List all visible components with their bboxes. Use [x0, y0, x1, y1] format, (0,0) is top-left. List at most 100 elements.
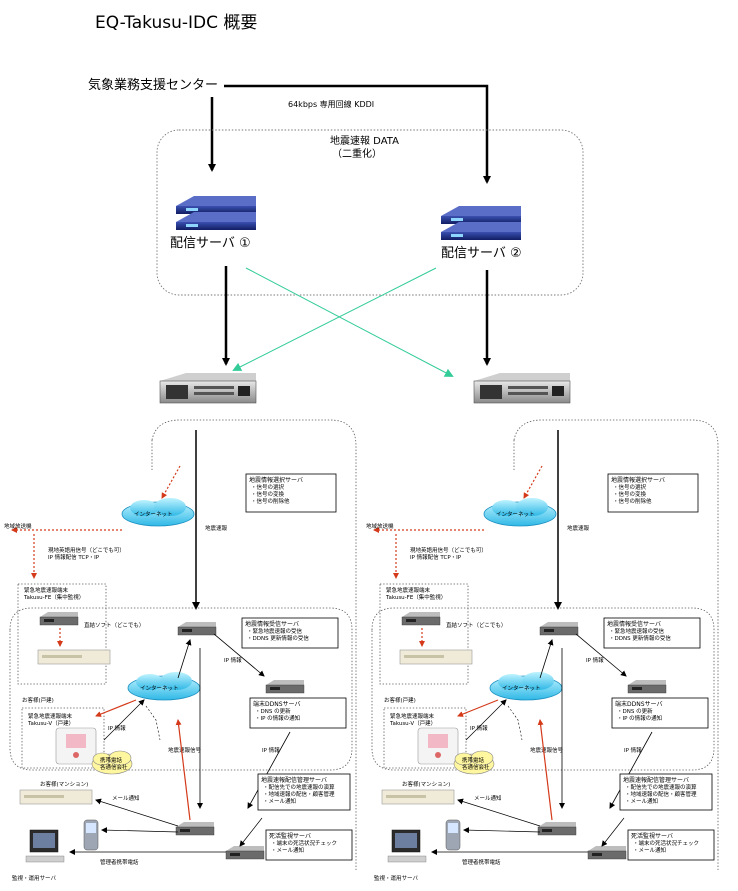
- receive-server-icon: [177, 621, 217, 636]
- red-home-line: [95, 699, 137, 717]
- red-home-line: [457, 699, 499, 717]
- monitor-line: [601, 817, 625, 847]
- mobile-cloud-label-2: 各通信会社: [462, 763, 490, 771]
- home-to-cloud: [465, 699, 507, 741]
- cloud-to-receive: [177, 639, 192, 679]
- red-up-line: [537, 719, 553, 821]
- feed-line-2: [224, 84, 491, 184]
- receive-server-box-item: ・緊急地震速報の受信: [247, 627, 303, 635]
- dist-server-box-item: ・メール通知: [263, 797, 296, 805]
- monitor-server-box-title: 死活監視サーバ: [269, 832, 311, 840]
- branch-left: 地震速報インターネット地震情報選択サーバ・信号の選択・信号の変換・信号の削除他地…: [4, 419, 357, 882]
- home-terminal-icon: [417, 727, 459, 765]
- cross-link-1: [245, 267, 454, 377]
- mansion-box-icon: [381, 789, 455, 805]
- monitor-server-box-item: ・端末の死活状況チェック: [271, 839, 337, 847]
- mobile-phone-icon: [445, 819, 461, 851]
- ip-info-line-1: [575, 633, 627, 677]
- delivery-group: [156, 129, 584, 296]
- receive-server-box-title: 地震情報受信サーバ: [245, 620, 299, 628]
- customer-mansion-label: お客様(マンション): [402, 780, 450, 788]
- local-line-1: 現地英語用信号（どこでも可）: [48, 546, 125, 554]
- customer-home-label: お客様(戸建): [22, 696, 54, 704]
- local-line-1: 現地英語用信号（どこでも可）: [410, 546, 487, 554]
- ddns-server-box-item: ・DNS の更新: [617, 707, 653, 715]
- monitor-server-box: 死活監視サーバ・端末の死活状況チェック・メール通知: [627, 829, 715, 861]
- monitor-server-box-title: 死活監視サーバ: [631, 832, 673, 840]
- gateway-select-box: 地震情報選択サーバ・信号の選択・信号の変換・信号の削除他: [607, 473, 699, 513]
- dist-server-box-item: ・地域速報の配信・顧客管理: [263, 790, 335, 798]
- receive-server-box-item: ・緊急地震速報の受信: [609, 627, 665, 635]
- ip-info-label-3: IP 情報: [624, 746, 642, 754]
- ip-info-label-1: IP 情報: [586, 656, 604, 664]
- device-label: 直結ソフト（どこでも）: [84, 621, 144, 629]
- mobile-phone-icon: [83, 819, 99, 851]
- monitor-server-icon: [225, 845, 265, 860]
- flow-quake-label: 地震速報: [205, 524, 228, 532]
- mail-to-mansion: [457, 798, 541, 827]
- cloud-dash-1: [507, 705, 523, 741]
- flow-quake-label: 地震速報: [567, 524, 590, 532]
- mobile-phone-label: 管理者携帯電話: [462, 858, 501, 866]
- customer-mansion-label: お客様(マンション): [40, 780, 88, 788]
- ops-pc-icon: [25, 829, 65, 863]
- ddns-to-dist: [247, 731, 291, 809]
- ip-info-label-3: IP 情報: [262, 746, 280, 754]
- receive-server-icon: [539, 621, 579, 636]
- branch-right: 地震速報インターネット地震情報選択サーバ・信号の選択・信号の変換・信号の削除他地…: [366, 419, 719, 882]
- dist-server-box: 地震速報配信管理サーバ・配信先での地震速報の演算・地域速報の配信・顧客管理・メー…: [257, 773, 351, 811]
- delivery-server-2-icon: [441, 206, 521, 240]
- mail-notice-label: メール通知: [474, 794, 502, 802]
- page-title: EQ-Takusu-IDC 概要: [95, 13, 257, 33]
- mobile-phone-label: 管理者携帯電話: [100, 858, 139, 866]
- quake-signal-label: 地震速報信号: [168, 746, 202, 754]
- main-server-left-icon: [159, 372, 257, 404]
- gateway-select-box-title: 地震情報選択サーバ: [611, 476, 665, 484]
- internet-label-mid: インターネット: [140, 684, 179, 692]
- home-to-cloud: [103, 699, 145, 741]
- ip-info-label-1: IP 情報: [224, 656, 242, 664]
- ddns-server-box-title: 端末DDNSサーバ: [615, 700, 662, 708]
- monitor-server-icon: [587, 845, 627, 860]
- mansion-box-icon: [19, 789, 93, 805]
- cross-link-2: [232, 267, 437, 371]
- emergency-label-2: Takusu-FE（集中監視）: [385, 593, 446, 601]
- monitor-line: [239, 817, 263, 847]
- receive-server-box-item: ・DDNS 更新情報の受信: [609, 634, 671, 642]
- red-top-feed: [523, 465, 543, 499]
- monitor-server-box: 死活監視サーバ・端末の死活状況チェック・メール通知: [265, 829, 353, 861]
- internet-label-mid: インターネット: [502, 684, 541, 692]
- ddns-server-icon: [265, 679, 305, 694]
- emergency-group: [17, 583, 107, 685]
- group-label-dup: （二重化）: [332, 147, 382, 160]
- mail-notice-label: メール通知: [112, 794, 140, 802]
- red-up-line: [175, 719, 191, 821]
- ops-server-label: 監視・運用サーバ: [374, 874, 418, 882]
- alert-label: 地域放送機: [4, 522, 32, 530]
- gateway-select-box-item: ・信号の削除他: [251, 497, 290, 505]
- alert-label: 地域放送機: [366, 522, 394, 530]
- receive-server-box: 地震情報受信サーバ・緊急地震速報の受信・DDNS 更新情報の受信: [241, 617, 339, 649]
- local-line-2: IP 情報配信 TCP・IP: [410, 553, 462, 561]
- home-terminal-icon: [55, 727, 97, 765]
- quake-signal-label: 地震速報信号: [530, 746, 564, 754]
- ddns-server-box: 端末DDNSサーバ・DNS の更新・IP の情報の通知: [611, 697, 709, 729]
- emergency-server-icon: [39, 611, 79, 626]
- emergency-box-icon: [399, 649, 473, 665]
- line-label: 64kbps 専用回線 KDDI: [288, 99, 374, 109]
- dist-server-box-title: 地震速報配信管理サーバ: [623, 776, 689, 784]
- ddns-server-box-title: 端末DDNSサーバ: [253, 700, 300, 708]
- mobile-cloud-label-1: 携帯電話: [462, 756, 485, 764]
- group-label-data: 地震速報 DATA: [330, 134, 399, 147]
- customer-home-label: お客様(戸建): [384, 696, 416, 704]
- red-top-feed: [161, 465, 181, 499]
- dist-server-box-title: 地震速報配信管理サーバ: [261, 776, 327, 784]
- main-server-right-icon: [473, 372, 571, 404]
- center-label: 気象業務支援センター: [88, 77, 218, 93]
- dist-server-box-item: ・地域速報の配信・顧客管理: [625, 790, 697, 798]
- ops-pc-icon: [387, 829, 427, 863]
- gateway-select-box-item: ・信号の変換: [251, 490, 285, 498]
- ip-info-label-2: IP 情報: [470, 724, 488, 732]
- delivery-server-2-label: 配信サーバ ②: [441, 246, 522, 261]
